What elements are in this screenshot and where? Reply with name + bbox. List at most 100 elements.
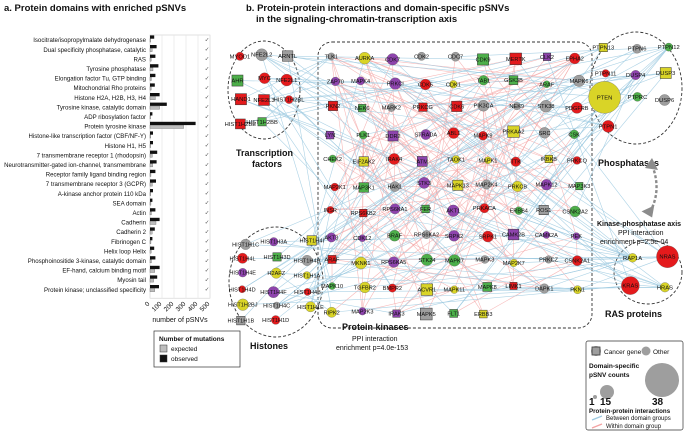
node-label: PRKACA (473, 206, 496, 212)
node-other (514, 206, 523, 215)
node-other (540, 179, 553, 191)
edge-between (453, 74, 636, 314)
node-cancer-gene (392, 309, 401, 318)
node-label: ABL1 (447, 131, 461, 137)
node-label: CSK (568, 132, 580, 138)
category-label: 7 transmembrane receptor 3 (GCPR) (46, 181, 146, 188)
node-cancer-gene (235, 118, 246, 130)
bar-expected (149, 96, 156, 100)
bar-expected (149, 144, 151, 148)
legend-size-15: 15 (600, 397, 612, 408)
node-label: MARK2 (382, 105, 401, 111)
node-label: PTPN6 (628, 47, 647, 53)
node-label: PRKCI (387, 82, 405, 88)
node-label: CDK6 (449, 104, 464, 110)
node-label: PRKCZ (539, 257, 559, 263)
node-label: RPS6KA2 (414, 233, 439, 239)
node-other (602, 120, 615, 133)
tf-group-label-line2: factors (252, 159, 282, 169)
category-label: Neurotransmitter-gated ion-channel, tran… (4, 162, 147, 169)
edge-between (546, 74, 636, 185)
tf-group-label-line1: Transcription (236, 148, 293, 158)
edge-between (453, 46, 669, 314)
node-label: HAK1 (387, 185, 402, 191)
edge-between (360, 262, 665, 288)
node-other (301, 255, 313, 266)
legend-between-label: Between domain groups (606, 416, 671, 422)
legend-size-small (593, 395, 597, 399)
edge-between (263, 99, 393, 289)
edge-between (273, 105, 517, 293)
node-label: ACVR1 (417, 288, 436, 294)
node-other (659, 282, 670, 293)
node-label: MAPK10 (321, 284, 343, 290)
bar-observed (150, 189, 153, 193)
edge-between (276, 262, 361, 306)
edge-within (422, 107, 457, 160)
category-label: 7 transmembrane receptor 1 (rhodopsin) (37, 152, 146, 159)
edge-between (310, 134, 364, 307)
edge-between (311, 58, 365, 241)
x-tick-label: 500 (199, 300, 212, 313)
node-label: INSR (324, 208, 337, 214)
node-label: NFE2L3 (253, 98, 274, 104)
node-other (418, 177, 430, 189)
edge-between (286, 79, 518, 187)
kinase-phosphatase-arrowhead-top (645, 158, 658, 170)
node-other (359, 281, 371, 293)
category-label: Protein tyrosine kinase (84, 124, 146, 131)
node-label: MAPK7 (445, 258, 464, 264)
edge-between (241, 80, 580, 290)
edge-between (276, 256, 578, 291)
edge-within (363, 212, 394, 263)
node-other (236, 298, 249, 311)
node-label: ARAF (325, 257, 341, 263)
bar-expected (149, 86, 152, 91)
edge-within (453, 259, 549, 314)
node-label: AKT1 (446, 209, 460, 215)
node-cancer-gene (358, 156, 369, 167)
edge-between (240, 58, 516, 125)
node-label: HIST1H4B (294, 290, 321, 296)
edge-between (546, 56, 631, 286)
edge-between (394, 96, 638, 187)
node-label: LIMK1 (505, 284, 521, 290)
edge-between (263, 56, 332, 101)
edge-between (574, 74, 636, 212)
node-label: MAPK6 (570, 79, 589, 85)
node-cancer-gene (358, 104, 367, 113)
edge-within (364, 58, 455, 236)
category-label: Fibrinogen C (111, 239, 146, 246)
legend-ppi-title: Protein-protein interactions (589, 408, 671, 415)
edge-between (242, 257, 332, 260)
node-other (358, 52, 371, 65)
ppi-edges (237, 46, 669, 321)
node-label: MAP3K3 (568, 184, 590, 190)
x-tick-label: 100 (151, 300, 164, 313)
node-label: SRPK1 (479, 235, 497, 241)
significance-mark: ✓ (205, 66, 210, 72)
node-label: RAP1A (623, 256, 642, 262)
category-label: Myosin tail (117, 277, 146, 284)
node-cancer-gene (418, 102, 428, 112)
node-other (448, 127, 460, 139)
bar-observed (150, 198, 153, 202)
node-other (305, 301, 316, 313)
edge-between (261, 54, 580, 82)
node-label: MYOD1 (230, 54, 251, 60)
category-label: Elongation factor Tu, GTP binding (55, 76, 146, 83)
category-label: Histone-like transcription factor (CBF/N… (28, 133, 146, 140)
node-other (658, 94, 671, 106)
node-other (284, 95, 294, 104)
significance-mark: ✓ (205, 47, 210, 53)
node-label: MAP3K1 (353, 185, 375, 191)
panel-b-network: b. Protein-protein interactions and doma… (225, 3, 684, 431)
edge-within (392, 58, 575, 137)
node-label: MYC (258, 76, 271, 82)
node-label: DUSP4 (626, 73, 646, 79)
node-label: GSK3B (504, 78, 523, 84)
bar-observed (150, 112, 153, 116)
node-other (601, 69, 610, 78)
node-label: NRAS (659, 255, 675, 261)
